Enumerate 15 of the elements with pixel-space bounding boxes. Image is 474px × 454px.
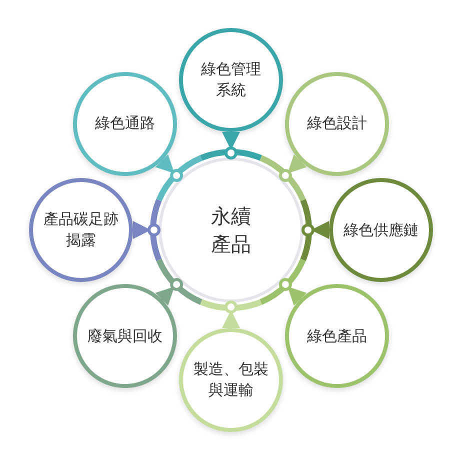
node-label: 產品碳足跡揭露: [42, 209, 120, 251]
arrow: [286, 286, 307, 306]
node-label: 綠色通路: [94, 113, 156, 134]
node-label: 製造、包裝與運輸: [192, 359, 270, 401]
arrow: [286, 154, 307, 174]
node-label: 廢氣與回收: [86, 326, 164, 347]
node-label: 綠色供應鏈: [342, 220, 420, 240]
center-ring: [148, 147, 314, 313]
node-label: 永續產品: [210, 203, 252, 258]
node-label: 綠色管理系統: [200, 59, 262, 101]
node-label: 綠色產品: [306, 326, 368, 347]
node-label: 綠色設計: [306, 113, 368, 134]
arrow: [155, 286, 176, 306]
topic-circle: [179, 328, 283, 432]
arrow: [155, 154, 176, 174]
